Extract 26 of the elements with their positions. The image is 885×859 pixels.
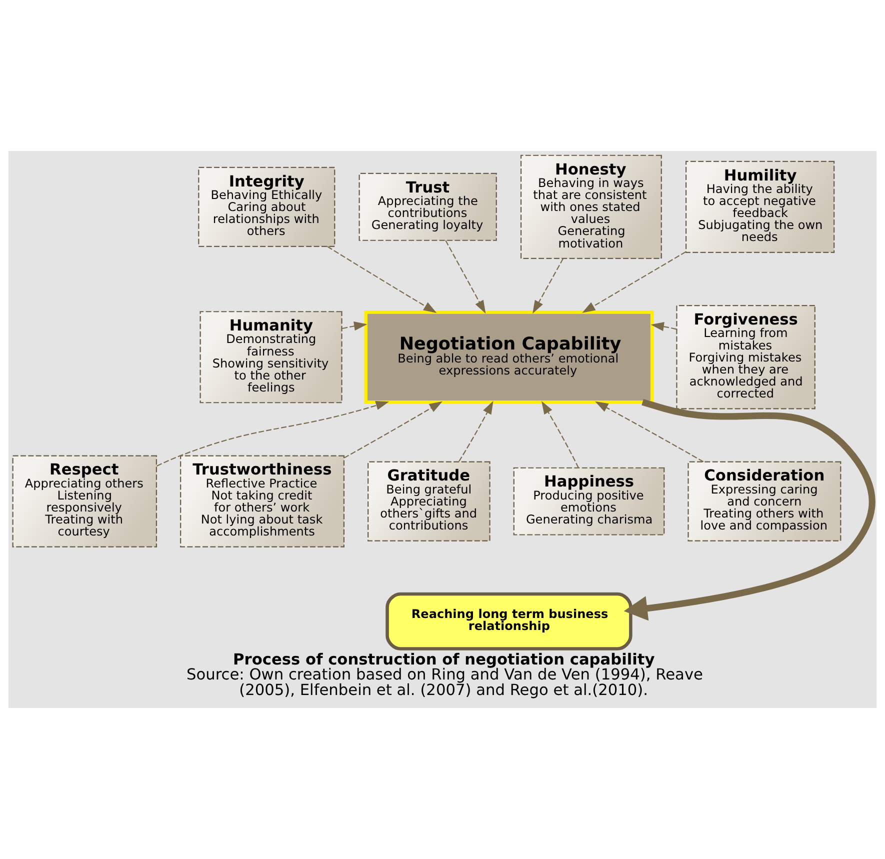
arrow — [344, 401, 442, 458]
arrow — [445, 240, 486, 314]
node-box: Honesty Behaving in ways that are consistent with ones stated values Generating motivation — [520, 154, 662, 259]
arrow — [541, 400, 579, 468]
node-box: Forgiveness Learning from mistakes Forgiving mistakes when they are acknowledged and corrected — [676, 305, 816, 410]
arrow — [582, 251, 686, 313]
node-box: Trust Appreciating the contributions Generating loyalty — [358, 172, 497, 241]
node-box: Consideration Expressing caring and concern Treating others with love and compassion — [688, 461, 842, 542]
arrow — [327, 246, 437, 313]
node-box: Happiness Producing positive emotions Generating charisma — [513, 467, 665, 536]
node-box: Humanity Demonstrating fairness Showing sensitivity to the other feelings — [200, 311, 342, 404]
arrow — [650, 322, 677, 332]
diagram-title: Process of construction of negotiation capability — [233, 650, 655, 668]
arrow — [595, 401, 704, 462]
node-box: Integrity Behaving Ethically Caring about relationships with others — [198, 166, 336, 247]
node-box: Reaching long term business relationship — [386, 592, 632, 650]
arrow — [624, 399, 876, 621]
node-box: Gratitude Being grateful Appreciating others`gifts and contributions — [368, 461, 490, 542]
node-box: Respect Appreciating others Listening responsively Treating with courtesy — [12, 455, 157, 548]
node-box: Negotiation Capability Being able to read others’ emotional expressions accurately — [364, 310, 654, 404]
arrow — [458, 400, 494, 462]
node-box: Trustworthiness Reflective Practice Not taking credit for others’ work Not lying about task accomplishments — [180, 455, 344, 548]
arrow — [156, 401, 389, 466]
node-box: Humility Having the ability to accept negative feedback Subjugating the own needs — [686, 160, 835, 253]
arrow — [532, 258, 564, 314]
arrow — [342, 322, 368, 331]
